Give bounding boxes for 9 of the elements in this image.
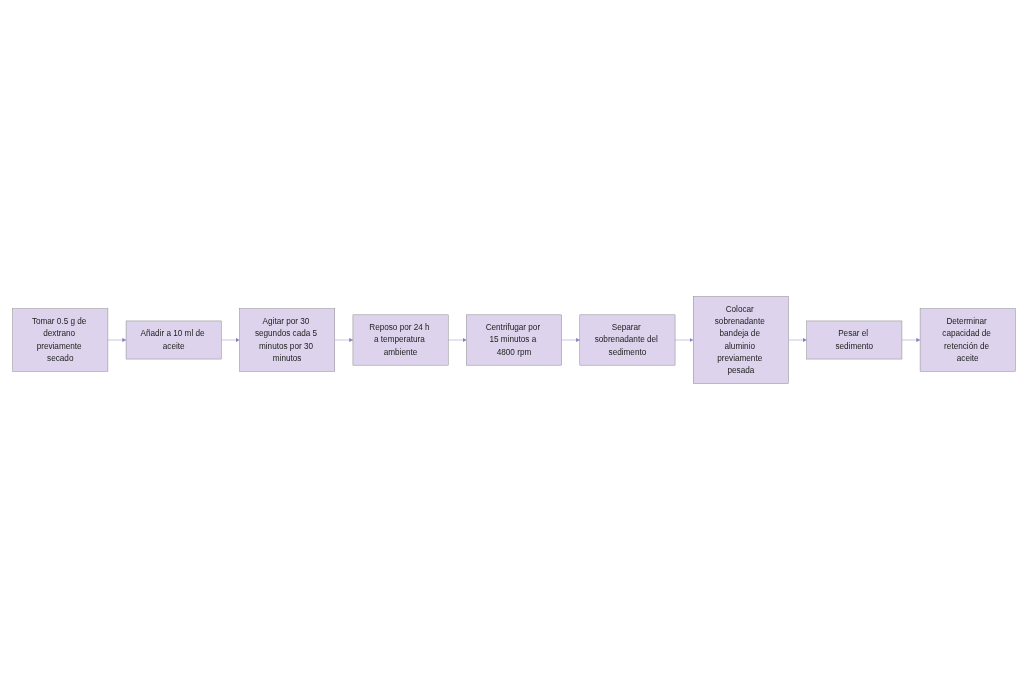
node-box: Reposo por 24 h a temperatura ambiente (352, 314, 448, 365)
node-box: Añadir a 10 ml de aceite (125, 320, 222, 359)
node-box: Colocar sobrenadante bandeja de aluminio previamente pesada (692, 295, 789, 384)
node-box: Separar sobrenadante del sedimento (579, 314, 675, 365)
node-box: Pesar el sedimento (805, 320, 902, 359)
node-box: Centrifugar por 15 minutos a 4800 rpm (465, 314, 562, 365)
node-box: Determinar capacidad de retención de aceite (919, 307, 1016, 372)
node-box: Tomar 0.5 g de dextrano previamente secado (11, 307, 108, 372)
node-box: Agitar por 30 segundos cada 5 minutos por 30 minutos (238, 307, 335, 372)
